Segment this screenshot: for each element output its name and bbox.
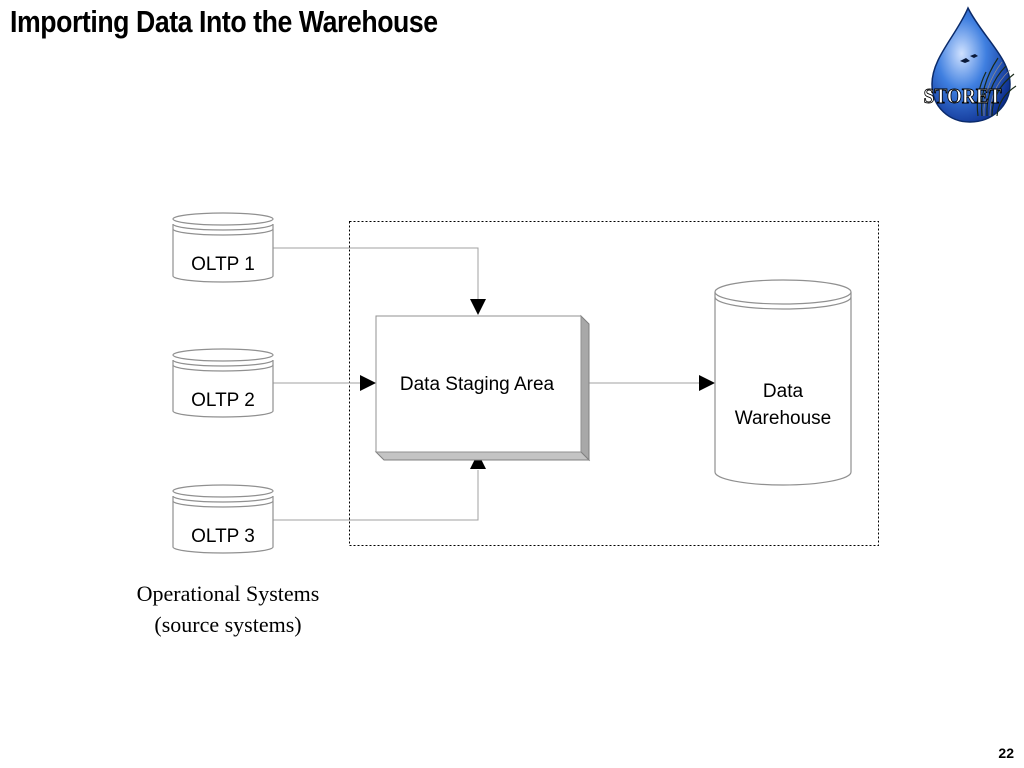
warehouse-label-line2: Warehouse (735, 408, 831, 429)
oltp-3-label: OLTP 3 (191, 526, 255, 547)
data-staging-area: Data Staging Area (374, 314, 591, 462)
connector-oltp1-staging (273, 247, 479, 300)
arrowhead-right-icon (699, 375, 715, 391)
arrowhead-right-icon (360, 375, 376, 391)
storet-logo: STORET (923, 6, 1017, 123)
caption-line-1: Operational Systems (136, 581, 320, 606)
operational-systems-caption: Operational Systems (source systems) (108, 578, 348, 640)
slide-title: Importing Data Into the Warehouse (10, 4, 438, 39)
arrowhead-up-icon (470, 453, 486, 469)
data-warehouse-cylinder: Data Warehouse (714, 279, 852, 486)
oltp-source-1: OLTP 1 (172, 212, 274, 283)
page-number: 22 (998, 745, 1014, 761)
oltp-1-label: OLTP 1 (191, 254, 255, 275)
staging-label: Data Staging Area (400, 374, 555, 395)
oltp-source-3: OLTP 3 (172, 484, 274, 554)
oltp-2-label: OLTP 2 (191, 390, 255, 411)
logo-wordmark: STORET (924, 85, 1002, 108)
caption-line-2: (source systems) (154, 612, 302, 637)
oltp-source-2: OLTP 2 (172, 348, 274, 418)
arrowhead-down-icon (470, 299, 486, 315)
connector-oltp3-staging (273, 470, 479, 521)
warehouse-label-line1: Data (763, 381, 804, 402)
